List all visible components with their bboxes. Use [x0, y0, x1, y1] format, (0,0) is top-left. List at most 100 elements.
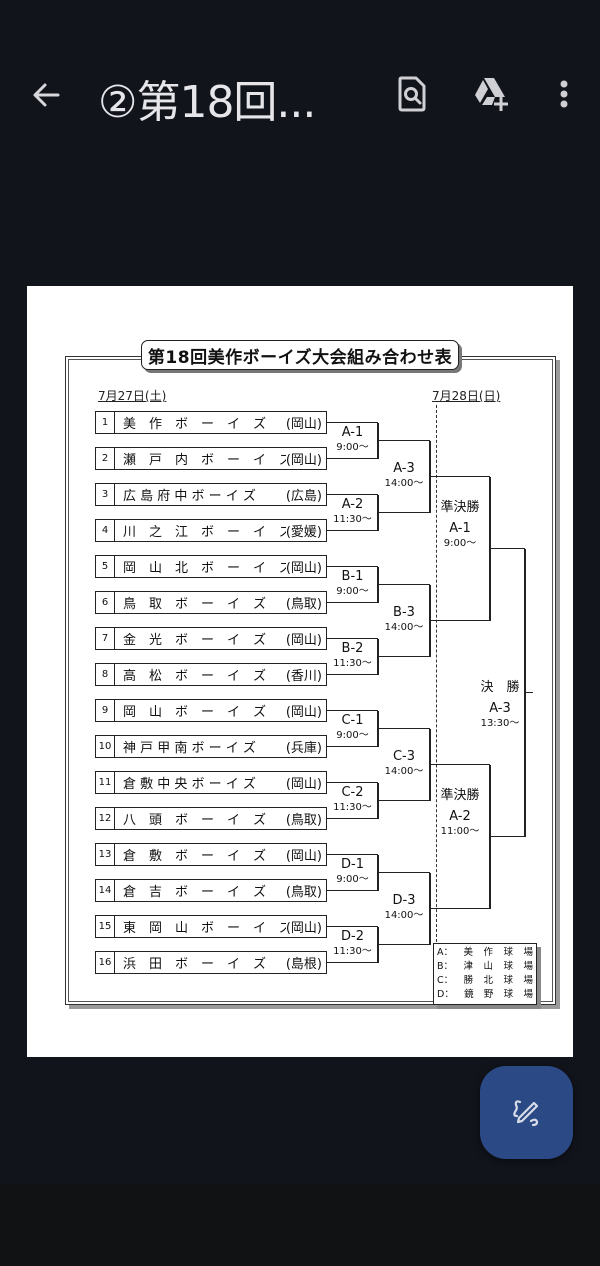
match-time: 11:30～: [333, 657, 372, 669]
team-prefecture: (岡山): [285, 921, 322, 936]
round-name: 準決勝: [440, 499, 480, 515]
legend-row: C：勝北球場: [437, 974, 533, 988]
team-prefecture: (島根): [285, 957, 322, 972]
annotate-fab-button[interactable]: [480, 1066, 573, 1159]
match-time: 9:00～: [336, 441, 369, 453]
legend-char: 場: [523, 975, 533, 986]
match-code: C-3: [392, 748, 416, 764]
team-prefecture: (岡山): [285, 417, 322, 432]
legend-key: B：: [437, 961, 454, 972]
team-seed: 13: [96, 844, 115, 865]
match-time: 9:00～: [336, 873, 369, 885]
match-code: A-1: [449, 520, 471, 536]
legend-key: C：: [437, 975, 454, 986]
bracket-line: [327, 745, 378, 748]
team-prefecture: (岡山): [285, 561, 322, 576]
match-time: 11:30～: [333, 945, 372, 957]
bracket-line: [327, 637, 378, 640]
legend-char: 山: [483, 961, 493, 972]
date-day1: 7月27日(土): [98, 389, 167, 403]
match-code: C-2: [341, 784, 364, 800]
bracket-line: [430, 475, 490, 478]
team-name: 高 松 ボ ー イ ズ: [123, 669, 267, 684]
champion-line: [525, 691, 533, 694]
bracket-line: [327, 601, 378, 604]
bracket-line: [327, 853, 378, 856]
team-prefecture: (兵庫): [285, 741, 322, 756]
bracket-line: [327, 421, 378, 424]
legend-row: D：鏡野球場: [437, 988, 533, 1002]
bracket-line: [430, 619, 490, 622]
team-name: 倉 敷 中 央 ボ ー イ ズ: [123, 777, 256, 792]
bracket-line: [378, 439, 430, 442]
team-prefecture: (鳥取): [285, 885, 322, 900]
add-to-drive-button[interactable]: [468, 72, 512, 116]
team-seed: 5: [96, 556, 115, 577]
legend-char: 球: [503, 989, 514, 1000]
team-name: 岡 山 ボ ー イ ズ: [123, 705, 267, 720]
bracket-line: [490, 835, 525, 838]
team-seed: 10: [96, 736, 115, 757]
bracket-line: [327, 673, 378, 676]
bracket-line: [378, 727, 430, 730]
legend-char: 野: [483, 989, 494, 1000]
bracket-line: [327, 889, 378, 892]
team-seed: 14: [96, 880, 115, 901]
add-to-drive-icon: [475, 78, 508, 111]
team-name: 金 光 ボ ー イ ズ: [123, 633, 267, 648]
match-code: A-1: [341, 424, 364, 440]
team-row: 10 神 戸 甲 南 ボ ー イ ズ (兵庫): [95, 735, 327, 758]
legend-char: 場: [523, 989, 533, 1000]
bracket-line: [378, 511, 430, 514]
match-time: 14:00～: [384, 909, 424, 921]
team-prefecture: (岡山): [285, 777, 322, 792]
bracket-line: [490, 547, 525, 550]
team-seed: 12: [96, 808, 115, 829]
team-prefecture: (香川): [285, 669, 322, 684]
bracket-line: [378, 943, 430, 946]
draw-pen-icon: [512, 1099, 538, 1126]
find-in-page-icon: [398, 76, 426, 112]
team-name: 広 島 府 中 ボ ー イ ズ: [123, 489, 256, 504]
match-code: B-1: [341, 568, 364, 584]
match-code: B-2: [341, 640, 364, 656]
match-code: A-2: [341, 496, 364, 512]
arrow-left-icon: [33, 83, 60, 107]
team-name: 神 戸 甲 南 ボ ー イ ズ: [123, 741, 256, 756]
round-name: 決 勝: [480, 679, 520, 695]
team-seed: 1: [96, 412, 115, 433]
legend-char: 作: [483, 947, 493, 958]
match-time: 11:30～: [333, 801, 372, 813]
bracket-line: [430, 907, 490, 910]
legend-char: 津: [463, 961, 474, 972]
match-code: D-1: [341, 856, 364, 872]
round-name: 準決勝: [440, 787, 480, 803]
bracket-line: [378, 655, 430, 658]
legend-row: A：美作球場: [437, 946, 533, 960]
find-in-page-button[interactable]: [390, 72, 434, 116]
match-time: 14:00～: [384, 477, 424, 489]
bracket-line: [327, 781, 378, 784]
match-code: B-3: [393, 604, 415, 620]
team-seed: 16: [96, 952, 115, 973]
more-options-button[interactable]: [543, 72, 587, 116]
bracket-line: [327, 709, 378, 712]
day-divider-line: [436, 405, 437, 947]
team-seed: 8: [96, 664, 115, 685]
legend-char: 勝: [463, 975, 474, 986]
bracket-line: [378, 799, 430, 802]
back-button[interactable]: [26, 74, 68, 116]
